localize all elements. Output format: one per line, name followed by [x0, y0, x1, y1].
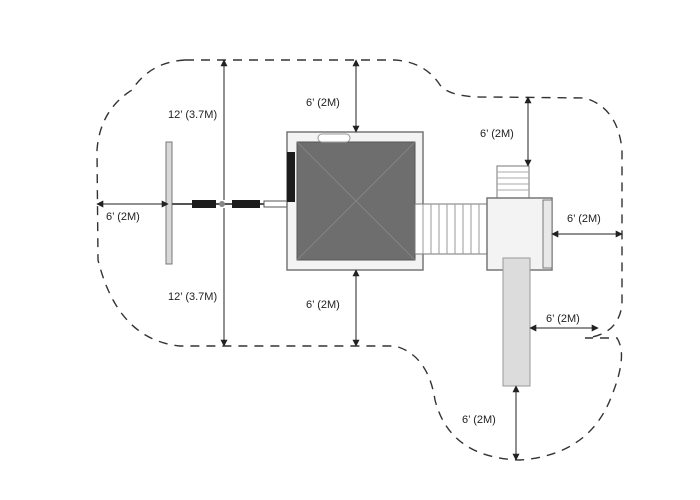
tower-wall: [542, 199, 553, 269]
swing-seat: [263, 200, 289, 208]
bridge: [414, 203, 492, 255]
label-slide-right: 6’ (2M): [546, 313, 580, 325]
swing-a-frame-leg: [165, 141, 173, 265]
label-fort-bottom: 6’ (2M): [306, 299, 340, 311]
label-tower-right: 6’ (2M): [567, 213, 601, 225]
label-swing-bottom: 12’ (3.7M): [168, 291, 217, 303]
slide: [502, 257, 531, 387]
fort-structure: [286, 131, 424, 271]
roof-ridge: [296, 141, 416, 261]
bridge-deck: [414, 203, 492, 255]
swing-seat: [192, 200, 216, 208]
swing-assembly: [165, 141, 290, 265]
label-swing-top: 12’ (3.7M): [168, 109, 217, 121]
label-fort-top: 6’ (2M): [306, 97, 340, 109]
swing-bracket: [219, 201, 225, 207]
tower: [486, 165, 553, 271]
safety-zone-boundary: [96, 59, 623, 461]
swing-seat: [232, 200, 260, 208]
label-slide-bottom: 6’ (2M): [462, 414, 496, 426]
bridge-slats: [422, 204, 480, 254]
fort-wall-side: [287, 152, 295, 202]
label-ladder-top: 6’ (2M): [480, 128, 514, 140]
ladder-rungs: [497, 171, 529, 191]
fort-crest: [317, 133, 351, 143]
tower-ladder: [496, 165, 530, 199]
label-swing-left: 6’ (2M): [106, 211, 140, 223]
dimension-arrows: [96, 59, 623, 461]
